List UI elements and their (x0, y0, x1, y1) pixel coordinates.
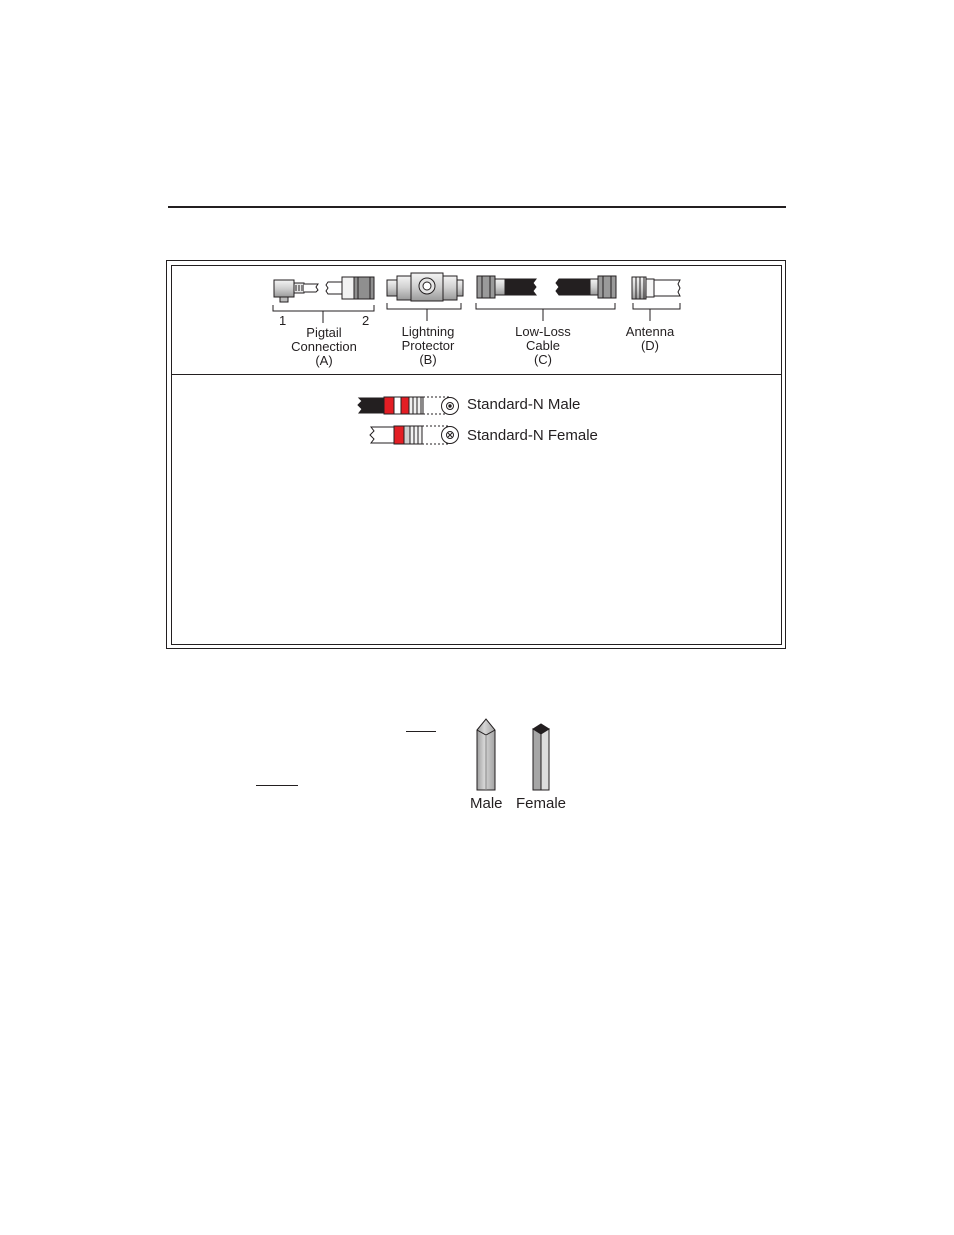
pigtail-connector (273, 276, 375, 303)
blank-line-2 (256, 785, 298, 786)
pigtail-label-line2: Connection (291, 339, 357, 354)
figure-divider (171, 374, 782, 375)
antenna-label-line1: Antenna (625, 324, 675, 339)
cable-label-line1: Low-Loss (515, 324, 571, 339)
lightning-label-line2: Protector (401, 338, 455, 353)
blank-line-1 (406, 731, 436, 732)
male-pin-label: Male (470, 795, 503, 812)
pigtail-end-1-label: 1 (279, 313, 287, 328)
antenna-connector (631, 276, 681, 300)
standard-n-male-label: Standard-N Male (467, 396, 581, 413)
cable-label-line3: (C) (533, 352, 553, 367)
figure-inner-frame (171, 265, 782, 645)
standard-n-female-label: Standard-N Female (467, 427, 598, 444)
lightning-protector (386, 272, 464, 302)
figure-frame (166, 260, 786, 649)
low-loss-cable (476, 275, 617, 299)
pigtail-label-line3: (A) (315, 353, 333, 368)
header-rule (168, 206, 786, 208)
lightning-protector-label: Lightning Protector (B) (378, 325, 478, 367)
lightning-label-line3: (B) (419, 352, 437, 367)
female-pin-graphic (532, 723, 550, 791)
antenna-label-line2: (D) (640, 338, 660, 353)
standard-n-male-graphic (357, 396, 459, 415)
pigtail-label: Pigtail Connection (A) (274, 326, 374, 368)
low-loss-cable-label: Low-Loss Cable (C) (493, 325, 593, 367)
cable-label-line2: Cable (526, 338, 560, 353)
standard-n-female-graphic (369, 425, 459, 445)
pigtail-end-2-label: 2 (362, 313, 370, 328)
male-pin-graphic (476, 718, 496, 791)
pigtail-label-line1: Pigtail (306, 325, 342, 340)
lightning-label-line1: Lightning (401, 324, 455, 339)
antenna-label: Antenna (D) (600, 325, 700, 353)
component-brackets (272, 303, 681, 323)
female-pin-label: Female (516, 795, 567, 812)
